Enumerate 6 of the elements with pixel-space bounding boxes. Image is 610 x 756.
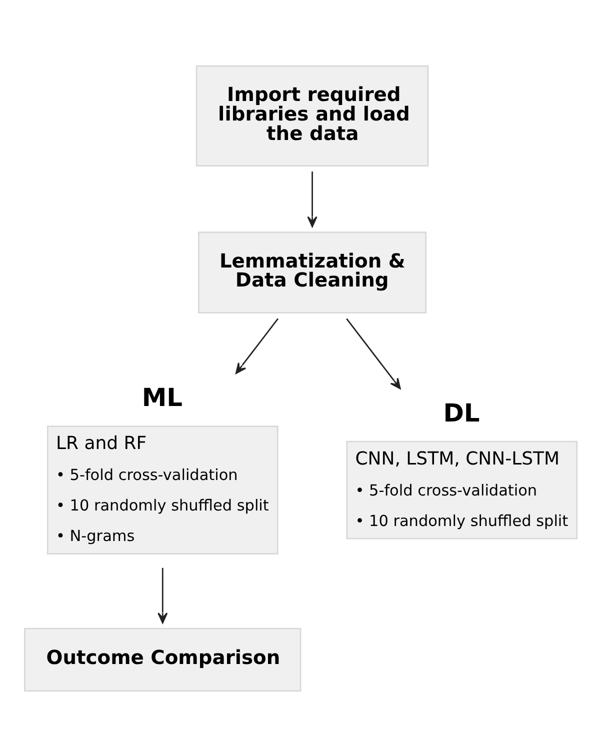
arrow — [307, 171, 318, 227]
arrow — [235, 318, 278, 374]
arrow — [158, 567, 168, 623]
node-label: ML — [142, 382, 183, 412]
node-label: DL — [443, 398, 480, 427]
arrow — [346, 318, 401, 389]
